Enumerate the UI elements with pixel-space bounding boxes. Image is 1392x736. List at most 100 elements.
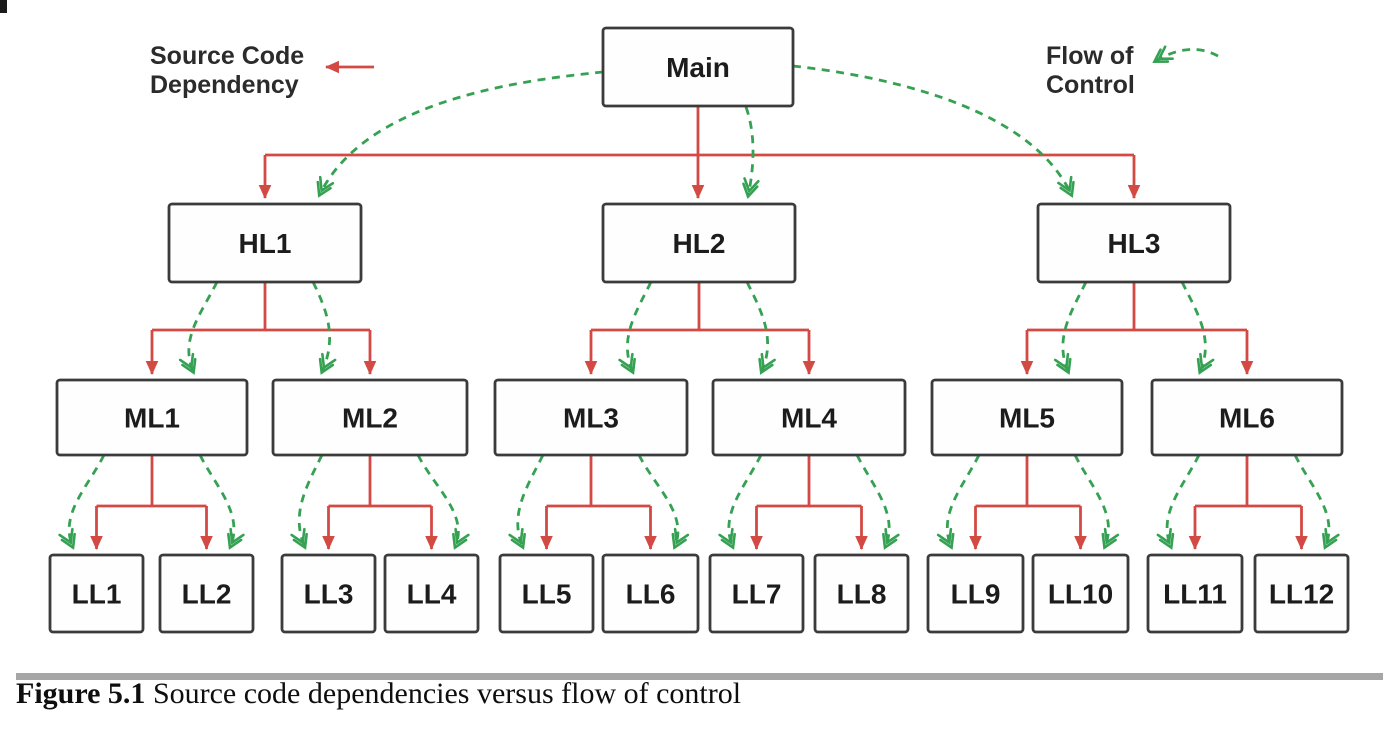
node-box xyxy=(813,553,910,634)
node-label: HL2 xyxy=(673,228,726,259)
control-edge-hl3-ml5 xyxy=(1053,281,1088,375)
node-box xyxy=(280,553,377,634)
node-box xyxy=(158,553,255,634)
node-ml5: ML5 xyxy=(930,378,1124,457)
node-label: ML4 xyxy=(781,403,837,434)
node-ml3: ML3 xyxy=(493,378,689,457)
node-label: ML5 xyxy=(999,403,1055,434)
caption-divider-bar xyxy=(16,673,1383,680)
node-box xyxy=(383,553,480,634)
control-edge-ml1-ll2 xyxy=(198,454,245,550)
node-label: LL10 xyxy=(1048,579,1113,610)
control-edge-main-hl1 xyxy=(316,70,604,198)
node-box xyxy=(711,378,907,457)
node-label: Main xyxy=(666,52,730,83)
node-ml2: ML2 xyxy=(271,378,469,457)
node-box xyxy=(601,26,795,108)
node-label: ML3 xyxy=(563,403,619,434)
control-edge-ml4-ll7 xyxy=(718,454,763,550)
diagram-edges xyxy=(58,64,1340,550)
node-ll2: LL2 xyxy=(158,553,255,634)
node-box xyxy=(601,202,797,284)
control-edge-ml2-ll3 xyxy=(290,454,324,550)
node-ml1: ML1 xyxy=(55,378,249,457)
node-label: HL1 xyxy=(239,228,292,259)
node-box xyxy=(926,553,1025,634)
node-label: LL8 xyxy=(837,579,887,610)
legend-flow-of-control-line2: Control xyxy=(1046,71,1135,99)
node-label: LL5 xyxy=(522,579,572,610)
control-edge-hl3-ml6 xyxy=(1180,281,1215,375)
control-edge-ml3-ll5 xyxy=(508,454,545,550)
node-ll4: LL4 xyxy=(383,553,480,634)
figure-caption: Figure 5.1 Source code dependencies vers… xyxy=(16,676,1376,712)
page-corner-mark xyxy=(0,0,7,13)
node-ll5: LL5 xyxy=(498,553,595,634)
control-edge-ml1-ll1 xyxy=(58,454,106,550)
caption-text: Source code dependencies versus flow of … xyxy=(145,677,742,710)
node-ll6: LL6 xyxy=(601,553,700,634)
node-label: LL1 xyxy=(72,579,122,610)
node-box xyxy=(1253,553,1350,634)
control-edge-main-hl3 xyxy=(792,64,1075,198)
node-label: LL6 xyxy=(626,579,676,610)
control-edge-hl1-ml2 xyxy=(311,281,337,375)
node-box xyxy=(601,553,700,634)
node-ll11: LL11 xyxy=(1146,553,1244,634)
legend-source-dependency-line1: Source Code xyxy=(150,42,304,70)
node-ll8: LL8 xyxy=(813,553,910,634)
node-ll3: LL3 xyxy=(280,553,377,634)
node-label: LL2 xyxy=(182,579,232,610)
node-box xyxy=(48,553,145,634)
node-hl1: HL1 xyxy=(167,202,363,284)
node-box xyxy=(930,378,1124,457)
node-box xyxy=(493,378,689,457)
node-ll7: LL7 xyxy=(708,553,805,634)
node-box xyxy=(1146,553,1244,634)
node-box xyxy=(708,553,805,634)
node-box xyxy=(498,553,595,634)
control-edge-hl2-ml4 xyxy=(745,281,776,375)
node-label: HL3 xyxy=(1108,228,1161,259)
node-label: ML6 xyxy=(1219,403,1275,434)
control-edge-ml5-ll9 xyxy=(936,454,981,550)
node-hl3: HL3 xyxy=(1036,202,1232,284)
node-box xyxy=(1031,553,1130,634)
node-box xyxy=(1150,378,1344,457)
control-edge-hl1-ml1 xyxy=(178,281,219,375)
legend-flow-of-control-line1: Flow of xyxy=(1046,42,1134,70)
node-ll10: LL10 xyxy=(1031,553,1130,634)
node-main: Main xyxy=(601,26,795,108)
node-label: ML1 xyxy=(124,403,180,434)
control-edge-main-hl2 xyxy=(742,106,760,199)
node-label: LL12 xyxy=(1269,579,1334,610)
control-edge-ml6-ll12 xyxy=(1293,454,1340,550)
control-edge-ml3-ll6 xyxy=(637,454,690,550)
node-box xyxy=(271,378,469,457)
node-label: ML2 xyxy=(342,403,398,434)
node-box xyxy=(55,378,249,457)
node-hl2: HL2 xyxy=(601,202,797,284)
node-label: LL7 xyxy=(732,579,782,610)
node-ml6: ML6 xyxy=(1150,378,1344,457)
control-edge-ml2-ll4 xyxy=(416,454,470,550)
node-box xyxy=(1036,202,1232,284)
flow-of-control-arrow-icon xyxy=(1152,45,1219,64)
node-ll9: LL9 xyxy=(926,553,1025,634)
node-ll1: LL1 xyxy=(48,553,145,634)
node-label: LL4 xyxy=(407,579,457,610)
control-edge-hl2-ml3 xyxy=(618,281,653,375)
legend-source-code-dependency: Source Code Dependency xyxy=(150,42,374,99)
node-label: LL9 xyxy=(951,579,1001,610)
legend-flow-of-control: Flow of Control xyxy=(1046,42,1219,99)
node-ll12: LL12 xyxy=(1253,553,1350,634)
node-label: LL11 xyxy=(1163,579,1227,610)
node-label: LL3 xyxy=(304,579,354,610)
control-edge-ml4-ll8 xyxy=(855,454,900,550)
control-edge-ml6-ll11 xyxy=(1156,454,1201,550)
node-box xyxy=(167,202,363,284)
legend-source-dependency-line2: Dependency xyxy=(150,71,299,99)
